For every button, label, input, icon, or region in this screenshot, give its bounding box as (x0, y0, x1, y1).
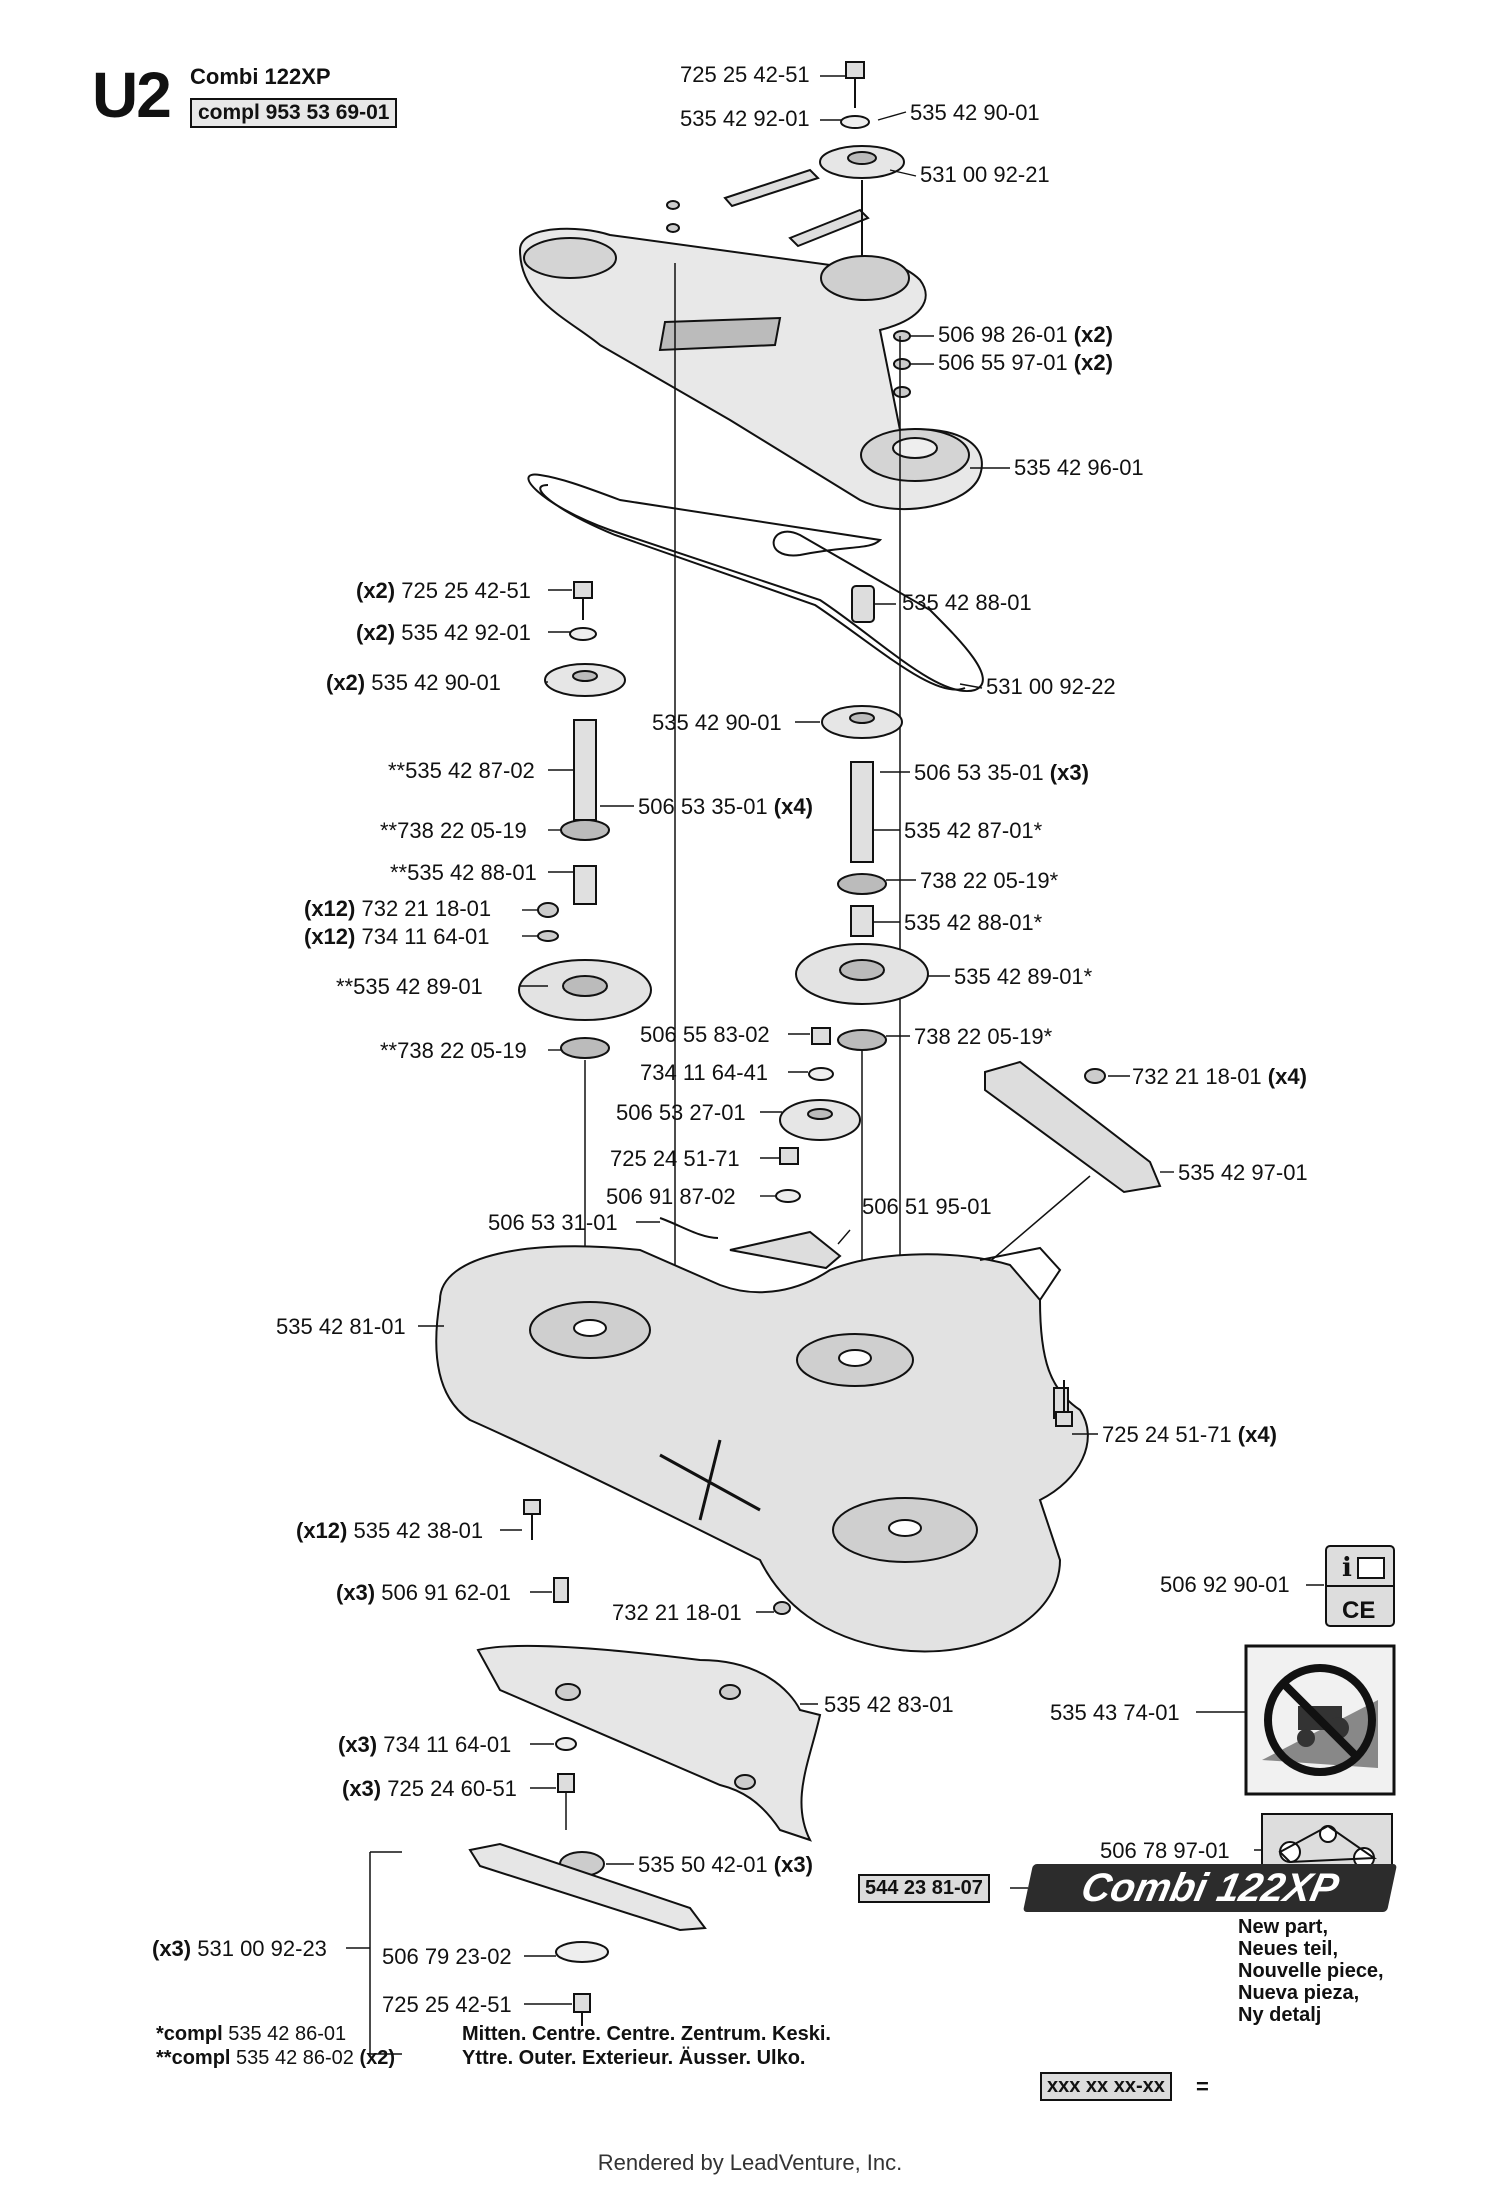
new-part-legend: New part, Neues teil, Nouvelle piece, Nu… (1238, 1916, 1384, 2026)
assembly-notes: *compl 535 42 86-01 Mitten. Centre. Cent… (156, 2022, 831, 2070)
part-label: 725 25 42-51 (680, 62, 810, 87)
part-label: **535 42 88-01 (390, 860, 537, 885)
part-label-qty: (x12) 732 21 18-01 (304, 896, 492, 921)
deck-belt (527, 473, 984, 693)
part-label: 531 00 92-22 (986, 674, 1116, 699)
part-label-qty: (x3) 506 91 62-01 (336, 1580, 511, 1605)
part-label-qty: (x2) 535 42 92-01 (356, 620, 531, 645)
part-label-qty: 732 21 18-01 (x4) (1132, 1064, 1307, 1089)
center-spindle-assembly (795, 705, 929, 1300)
part-label: 535 42 92-01 (680, 106, 810, 131)
part-label-qty: (x12) 734 11 64-01 (304, 924, 490, 949)
part-label: 535 42 81-01 (276, 1314, 406, 1339)
deck-bracket (979, 1060, 1162, 1420)
note-row-center: *compl 535 42 86-01 Mitten. Centre. Cent… (156, 2023, 831, 2045)
part-label: 506 53 27-01 (616, 1100, 746, 1125)
part-label-qty: 506 98 26-01 (x2) (938, 322, 1113, 347)
part-label-qty: 506 55 97-01 (x2) (938, 350, 1113, 375)
part-label: 738 22 05-19* (920, 868, 1059, 893)
blade-assembly (369, 1737, 707, 2055)
svg-text:i: i (1342, 1553, 1352, 1583)
part-label: **535 42 89-01 (336, 974, 483, 999)
deck-bolts (523, 1380, 1073, 1615)
complete-assembly-number: compl 953 53 69-01 (190, 98, 398, 128)
mower-deck (435, 1245, 1089, 1653)
model-name: Combi 122XP (190, 64, 331, 89)
left-spindle-assembly (518, 581, 652, 1280)
svg-text:CE: CE (1342, 1597, 1375, 1624)
part-label: 535 43 74-01 (1050, 1700, 1180, 1725)
no-slope-riding-decal-icon (1244, 1644, 1396, 1796)
part-label: 506 55 83-02 (640, 1022, 770, 1047)
part-label: **738 22 05-19 (380, 1038, 527, 1063)
part-label: 725 24 51-71 (610, 1146, 740, 1171)
part-label: 535 42 90-01 (910, 100, 1040, 125)
part-label-qty: 506 53 35-01 (x4) (638, 794, 813, 819)
page-id: U2 (92, 59, 172, 131)
part-label: 535 42 87-01* (904, 818, 1043, 843)
part-label-qty: 506 53 35-01 (x3) (914, 760, 1089, 785)
part-label: 531 00 92-21 (920, 162, 1050, 187)
part-label: 535 42 97-01 (1178, 1160, 1308, 1185)
leader-lines (346, 75, 1324, 2005)
part-label: 506 53 31-01 (488, 1210, 618, 1235)
part-label: 506 78 97-01 (1100, 1838, 1230, 1863)
part-label: 535 42 88-01 (902, 590, 1032, 615)
note-row-outer: **compl 535 42 86-02 (x2) Yttre. Outer. … (156, 2047, 806, 2069)
part-label-qty: 535 50 42-01 (x3) (638, 1852, 813, 1877)
part-label: 535 42 96-01 (1014, 455, 1144, 480)
part-label-qty: (x12) 535 42 38-01 (296, 1518, 484, 1543)
part-label: 506 91 87-02 (606, 1184, 736, 1209)
equals-sign: = (1196, 2074, 1209, 2099)
deck-baffle (476, 1644, 822, 1842)
part-label-qty: (x2) 725 25 42-51 (356, 578, 531, 603)
belt-cover (518, 227, 983, 1330)
model-badge-decal: Combi 122XP (1022, 1864, 1398, 1912)
part-label: **535 42 87-02 (388, 758, 535, 783)
part-label: 535 42 83-01 (824, 1692, 954, 1717)
part-label: 535 42 89-01* (954, 964, 1093, 989)
new-part-number-format: xxx xx xx-xx (1040, 2072, 1172, 2101)
part-label: 725 25 42-51 (382, 1992, 512, 2017)
part-label: 535 42 90-01 (652, 710, 782, 735)
part-label: 732 21 18-01 (612, 1600, 742, 1625)
part-label: 734 11 64-41 (640, 1060, 769, 1085)
part-label-qty: (x3) 725 24 60-51 (342, 1776, 517, 1801)
part-label: 738 22 05-19* (914, 1024, 1053, 1049)
part-label-qty: (x2) 535 42 90-01 (326, 670, 501, 695)
footer-credit: Rendered by LeadVenture, Inc. (597, 2150, 903, 2175)
part-label: 506 79 23-02 (382, 1944, 512, 1969)
part-label-qty: 725 24 51-71 (x4) (1102, 1422, 1277, 1447)
part-label-qty: (x3) 531 00 92-23 (152, 1936, 327, 1961)
manual-ce-decal-icon: i CE (1325, 1545, 1395, 1627)
part-label: 506 51 95-01 (862, 1194, 992, 1219)
part-label: 535 42 88-01* (904, 910, 1043, 935)
part-label: **738 22 05-19 (380, 818, 527, 843)
part-label: 506 92 90-01 (1160, 1572, 1290, 1597)
part-label-qty: (x3) 734 11 64-01 (338, 1732, 512, 1757)
decal-set-number: 544 23 81-07 (858, 1874, 990, 1903)
